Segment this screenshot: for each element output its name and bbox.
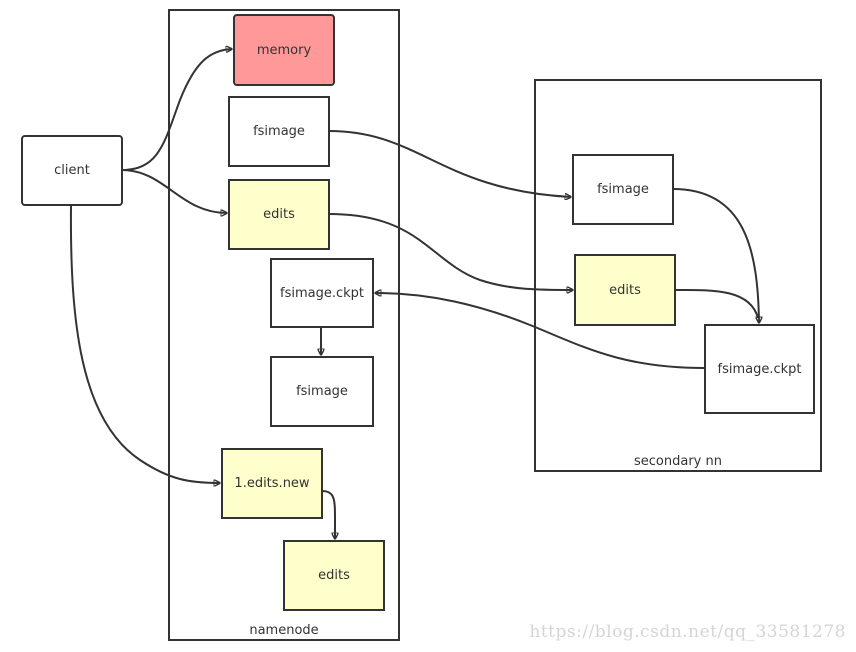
client-node: client xyxy=(21,135,123,206)
edits-new-node: 1.edits.new xyxy=(221,448,323,519)
namenode-fsimage-ckpt-node: fsimage.ckpt xyxy=(270,258,374,328)
namenode-edits-label: edits xyxy=(263,207,295,222)
secondary-nn-label: secondary nn xyxy=(634,454,722,469)
snn-fsimage-ckpt-label: fsimage.ckpt xyxy=(717,361,802,377)
namenode-label: namenode xyxy=(249,623,319,638)
snn-fsimage-node: fsimage xyxy=(572,154,674,225)
edits-new-label: 1.edits.new xyxy=(234,476,310,491)
namenode-fsimage-node: fsimage xyxy=(228,96,330,167)
namenode-fsimage-ckpt-label: fsimage.ckpt xyxy=(280,285,364,301)
memory-node: memory xyxy=(233,14,335,86)
snn-edits-label: edits xyxy=(609,282,641,298)
namenode-bottom-edits-label: edits xyxy=(318,568,350,583)
watermark: https://blog.csdn.net/qq_33581278 xyxy=(529,622,846,642)
namenode-new-fsimage-node: fsimage xyxy=(270,356,374,427)
snn-fsimage-ckpt-node: fsimage.ckpt xyxy=(704,324,815,414)
snn-fsimage-label: fsimage xyxy=(597,182,649,197)
namenode-edits-node: edits xyxy=(228,179,330,250)
memory-label: memory xyxy=(256,42,312,58)
snn-edits-node: edits xyxy=(574,254,676,326)
namenode-bottom-edits-node: edits xyxy=(283,540,385,611)
namenode-new-fsimage-label: fsimage xyxy=(296,384,348,399)
namenode-fsimage-label: fsimage xyxy=(253,124,305,139)
client-label: client xyxy=(54,163,90,178)
